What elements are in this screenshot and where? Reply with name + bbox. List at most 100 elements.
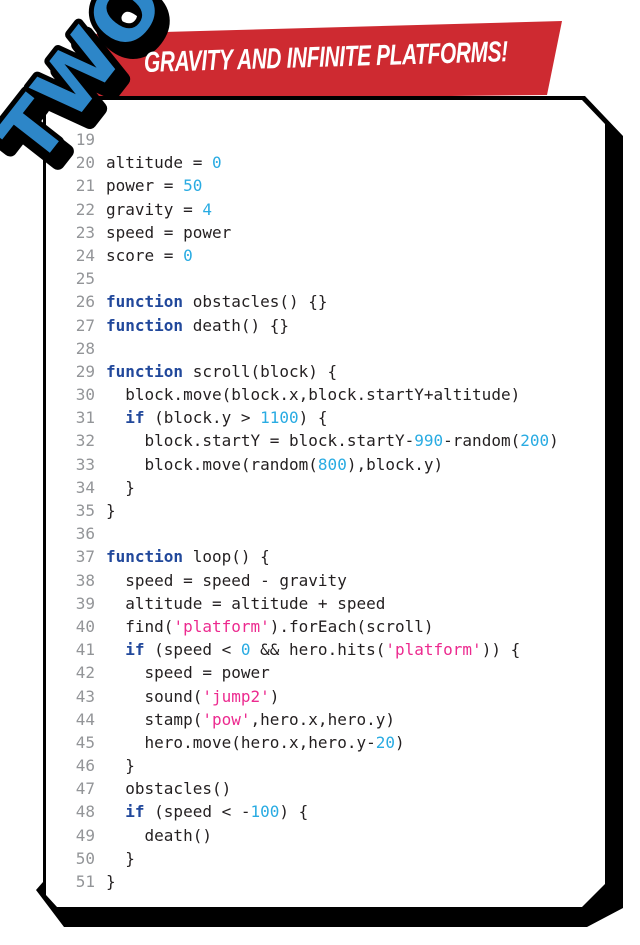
code-token: hero.move(hero.x,hero.y- <box>106 732 376 752</box>
code-token: ).forEach(scroll) <box>269 616 434 636</box>
line-number: 28 <box>75 338 95 358</box>
code-text: } <box>106 870 116 893</box>
line-number: 49 <box>75 825 95 845</box>
code-token: 'pow' <box>202 709 251 729</box>
line-number: 47 <box>75 779 95 799</box>
code-line: 34 } <box>75 476 585 499</box>
code-text: altitude = 0 <box>106 151 222 174</box>
code-token: )) { <box>481 640 521 660</box>
code-line: 50 } <box>75 847 585 870</box>
code-token: } <box>106 872 116 891</box>
code-token: block.startY = block.startY- <box>106 431 415 451</box>
code-text: } <box>106 847 135 870</box>
line-number: 51 <box>75 872 95 891</box>
code-token: altitude = <box>106 153 212 173</box>
code-line: 43 sound('jump2') <box>75 685 585 708</box>
code-line: 30 block.move(block.x,block.startY+altit… <box>75 383 585 406</box>
line-number: 30 <box>75 385 95 405</box>
code-token: speed = power <box>106 222 232 242</box>
code-text: if (block.y > 1100) { <box>106 406 327 429</box>
line-number: 41 <box>75 640 95 660</box>
code-line: 48 if (speed < -100) { <box>75 800 585 823</box>
code-token: ) <box>394 732 405 752</box>
code-token <box>106 640 125 659</box>
line-number: 19 <box>75 130 95 149</box>
line-number: 39 <box>75 593 95 613</box>
code-token: loop() { <box>183 547 270 567</box>
code-text: speed = power <box>106 221 231 244</box>
code-token: death() {} <box>183 315 290 335</box>
code-token: (speed < - <box>144 802 251 822</box>
line-number: 40 <box>75 616 95 636</box>
code-token: score = <box>106 245 184 265</box>
code-token: power = <box>106 176 184 196</box>
line-number: 21 <box>75 176 95 196</box>
code-token: ) { <box>279 802 309 822</box>
code-text: block.move(block.x,block.startY+altitude… <box>106 383 520 406</box>
code-token: function <box>106 292 184 312</box>
code-text: altitude = altitude + speed <box>106 592 385 615</box>
code-text: function scroll(block) { <box>106 360 337 383</box>
code-token: sound( <box>106 686 203 706</box>
code-token: 20 <box>375 732 395 752</box>
line-number: 24 <box>75 245 95 265</box>
code-line: 19 <box>75 128 585 151</box>
code-token: gravity = <box>106 199 203 219</box>
chapter-banner <box>82 21 562 100</box>
line-number: 35 <box>75 501 95 520</box>
code-token: speed = speed - gravity <box>106 570 347 590</box>
code-line: 25 <box>75 267 585 290</box>
code-token: 990 <box>414 431 444 451</box>
code-line: 40 find('platform').forEach(scroll) <box>75 615 585 638</box>
code-line: 35} <box>75 499 585 522</box>
line-number: 43 <box>75 686 95 706</box>
code-token: obstacles() {} <box>183 292 328 312</box>
code-token: ),block.y) <box>346 454 444 474</box>
line-number: 38 <box>75 570 95 590</box>
code-token: obstacles() <box>106 779 232 799</box>
code-line: 46 } <box>75 754 585 777</box>
code-line: 45 hero.move(hero.x,hero.y-20) <box>75 731 585 754</box>
code-token: 'platform' <box>385 640 482 660</box>
line-number: 32 <box>75 431 95 451</box>
code-token: function <box>106 361 184 381</box>
code-token: 'jump2' <box>202 686 270 706</box>
line-number: 33 <box>75 454 95 474</box>
code-text: hero.move(hero.x,hero.y-20) <box>106 731 405 754</box>
code-token: ,hero.x,hero.y) <box>250 709 396 729</box>
line-number: 37 <box>75 547 95 567</box>
line-number: 34 <box>75 477 95 497</box>
code-token: if <box>125 802 145 822</box>
code-line: 23 speed = power <box>75 221 585 244</box>
line-number: 42 <box>75 663 95 683</box>
code-token: } <box>106 477 135 497</box>
code-line: 47 obstacles() <box>75 777 585 800</box>
line-number: 45 <box>75 732 95 752</box>
line-number: 46 <box>75 756 95 776</box>
code-panel-background <box>46 100 605 907</box>
code-line: 24 score = 0 <box>75 244 585 267</box>
code-token: 0 <box>211 153 222 173</box>
code-text: } <box>106 476 135 499</box>
line-number: 23 <box>75 222 95 242</box>
line-number: 25 <box>75 269 95 289</box>
code-token: 0 <box>183 245 193 265</box>
code-line: 41 if (speed < 0 && hero.hits('platform'… <box>75 638 585 661</box>
code-text: speed = power <box>106 661 270 684</box>
line-number: 20 <box>75 153 95 173</box>
code-token: (speed < <box>144 640 241 660</box>
code-text: if (speed < 0 && hero.hits('platform')) … <box>106 638 520 661</box>
code-line: 49 death() <box>75 824 585 847</box>
code-token: -random( <box>443 431 521 451</box>
code-text: death() <box>106 824 212 847</box>
code-text: function death() {} <box>106 314 289 337</box>
code-text: block.startY = block.startY-990-random(2… <box>106 429 559 452</box>
code-token: 4 <box>202 199 212 219</box>
